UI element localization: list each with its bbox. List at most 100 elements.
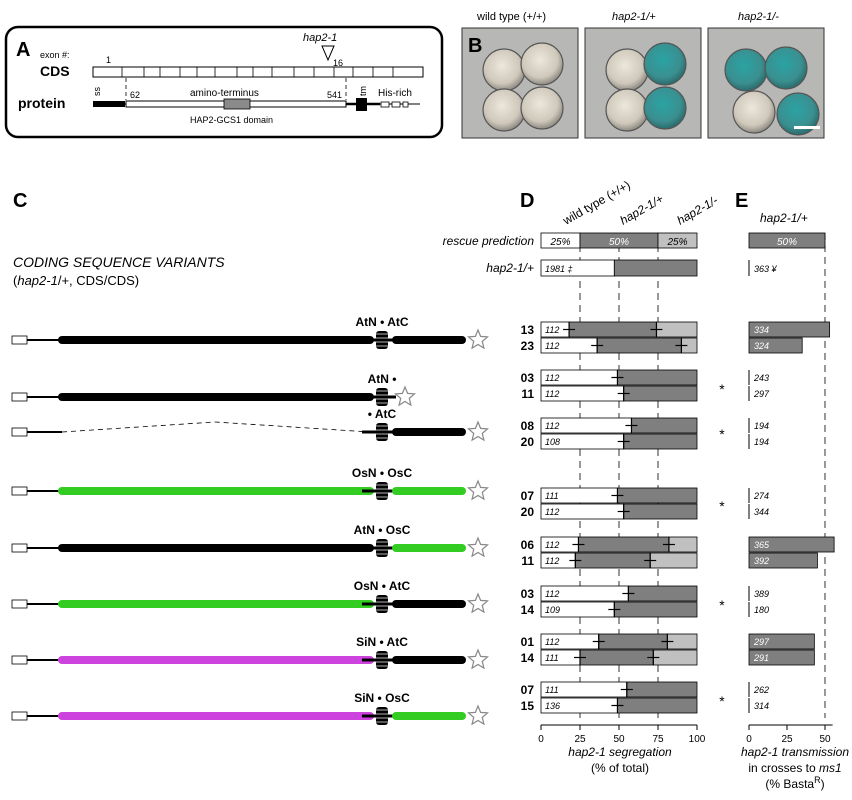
bar-het	[578, 536, 670, 553]
x-tick-label: 0	[538, 734, 544, 745]
line-id: 07	[521, 489, 535, 503]
exon-first-label: 1	[106, 55, 111, 65]
panel-b: wild type (+/+) hap2-1/+ hap2-1/- B	[461, 11, 825, 139]
construct-diagram: OsN • AtC	[11, 579, 489, 614]
amino-terminus-label: amino-terminus	[190, 88, 259, 99]
row-n: 108	[545, 437, 560, 447]
row-n: 291	[753, 653, 769, 663]
row-n: 111	[545, 685, 559, 695]
tm-coil-icon	[376, 539, 388, 557]
line-id: 03	[521, 587, 535, 601]
construct-tag-box	[11, 599, 28, 609]
star-icon	[467, 328, 489, 350]
cds-exon-bar	[92, 66, 424, 78]
construct-tag-box	[11, 543, 28, 553]
row-n: 112	[545, 421, 559, 431]
column-header-het: hap2-1/+	[618, 192, 666, 228]
transmission-row: 365	[748, 536, 835, 553]
bar-het	[617, 487, 698, 504]
hap2-gcs1-domain-box	[223, 98, 251, 110]
pollen-grain	[482, 48, 526, 92]
signal-peptide	[93, 101, 125, 107]
transmission-xlabel-line2: in crosses to ms1	[748, 761, 841, 775]
transmission-row: 291	[748, 649, 815, 666]
line-id: 06	[521, 538, 535, 552]
x-tick-label: 50	[613, 734, 625, 745]
transmission-row: 334	[748, 321, 830, 338]
transmission-bar	[748, 633, 815, 650]
bar-het	[623, 433, 698, 450]
construct-label: OsN • AtC	[354, 579, 411, 593]
control-n: 1981 ‡	[545, 264, 573, 274]
transmission-row: 274	[748, 488, 769, 503]
transmission-xlabel-line1: hap2-1 transmission	[741, 745, 849, 759]
tm-label: tm	[358, 86, 368, 96]
significance-mark: *	[719, 498, 725, 514]
x-tick-label: 25	[574, 734, 586, 745]
transmission-row: 389	[748, 586, 769, 601]
transmission-chart: 50%363 ¥33432424329719419427434436539238…	[746, 232, 835, 745]
row-n: 194	[754, 437, 769, 447]
construct-label: OsN • OsC	[352, 466, 413, 480]
x-tick-label: 25	[781, 734, 793, 745]
panel-a: A exon #: CDS protein 1 16 hap2-1 ss 62 …	[4, 25, 444, 139]
domain-label: HAP2-GCS1 domain	[190, 115, 273, 125]
row-n: 389	[754, 589, 769, 599]
micrograph	[707, 27, 825, 139]
prediction-bar	[748, 232, 826, 249]
row-n: 180	[754, 605, 769, 615]
row-n: 112	[545, 341, 559, 351]
pos-62-label: 62	[130, 90, 140, 100]
bar-het	[598, 633, 668, 650]
x-tick-label: 0	[746, 734, 752, 745]
line-id: 01	[521, 635, 535, 649]
row-n: 112	[545, 389, 559, 399]
row-n: 314	[754, 701, 769, 711]
transmission-bar	[748, 649, 815, 666]
xlabel2-ms1: ms1	[819, 761, 842, 775]
row-n: 112	[545, 589, 559, 599]
pollen-grain	[520, 86, 564, 130]
panel-a-letter: A	[16, 39, 30, 61]
xlabel3-sup: R	[814, 775, 821, 785]
tm-coil-icon	[376, 423, 388, 441]
bar-het	[574, 552, 651, 569]
protein-label: protein	[18, 95, 65, 111]
stained-pollen-grain	[764, 46, 808, 90]
x-tick-label: 75	[652, 734, 664, 745]
line-id: 03	[521, 371, 535, 385]
segregation-row: 112 06	[521, 536, 698, 553]
line-id: 07	[521, 683, 535, 697]
bar-het	[579, 649, 654, 666]
prediction-value: 50%	[609, 237, 629, 248]
exon-last-label: 16	[333, 58, 343, 68]
construct-diagram: AtN • OsC	[11, 523, 489, 558]
stained-pollen-grain	[776, 92, 820, 136]
control-label: hap2-1/+	[486, 261, 534, 275]
row-n: 112	[545, 540, 559, 550]
panel-c-letter: C	[13, 190, 27, 212]
bar-het	[623, 503, 698, 520]
transmission-row: 314	[748, 698, 769, 713]
row-n: 111	[545, 491, 559, 501]
control-segment-het	[613, 259, 698, 277]
row-n: 194	[754, 421, 769, 431]
micrograph-label-het: hap2-1/+	[612, 11, 656, 23]
row-n: 392	[754, 556, 769, 566]
construct-diagram: AtN • AtC	[11, 315, 489, 350]
construct-label: AtN • OsC	[354, 523, 411, 537]
row-n: 344	[754, 507, 769, 517]
row-n: 112	[545, 507, 559, 517]
line-id: 11	[521, 554, 534, 568]
row-n: 324	[754, 341, 769, 351]
micrograph-label-hemi: hap2-1/-	[738, 11, 779, 23]
micrograph	[584, 27, 702, 139]
micrograph-label-wt: wild type (+/+)	[476, 11, 546, 23]
deleted-region	[61, 421, 371, 433]
transmission-row: 180	[748, 602, 769, 617]
pollen-grain	[520, 42, 564, 86]
prediction-value: 50%	[777, 237, 797, 248]
